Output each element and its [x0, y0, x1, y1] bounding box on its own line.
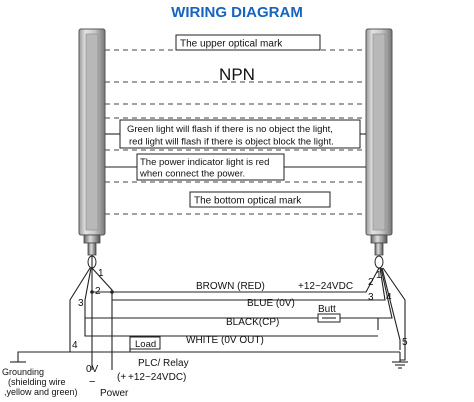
horizontal-wire-runs: [70, 290, 400, 353]
right-wire-3: 3: [368, 292, 374, 303]
npn-label: NPN: [219, 65, 255, 84]
button-symbol: [317, 313, 341, 323]
power-indicator-callout: The power indicator light is red when co…: [105, 153, 366, 181]
grounding-label: Grounding: [2, 367, 44, 377]
zero-volt-label: 0V: [86, 364, 99, 375]
ground-symbol-right: [392, 352, 408, 369]
left-light-curtain: [78, 28, 106, 256]
right-light-curtain: [365, 28, 393, 256]
plc-supply-label: +12~24VDC): [128, 372, 186, 383]
blue-wire-label: BLUE (0V): [247, 298, 295, 309]
right-wire-4: 4: [386, 292, 392, 303]
right-wire-2: 2: [368, 277, 374, 288]
right-wire-5: 5: [402, 337, 408, 348]
svg-text:The power indicator light is r: The power indicator light is red: [140, 157, 269, 168]
bottom-optical-mark-callout: The bottom optical mark: [189, 191, 331, 208]
svg-text:Green light will flash if ther: Green light will flash if there is no ob…: [127, 124, 333, 135]
left-cable-wires: [17, 255, 131, 370]
grounding-shield-label: (shielding wire: [8, 377, 66, 387]
plus-open-label: (+: [117, 372, 126, 383]
white-wire-label: WHITE (0V OUT): [186, 335, 264, 346]
left-wire-1: 1: [98, 268, 104, 279]
load-box: Load: [129, 336, 161, 350]
svg-text:Load: Load: [135, 339, 156, 350]
grounding-color-label: ,yellow and green): [4, 387, 78, 397]
plc-relay-label: PLC/ Relay: [138, 358, 189, 369]
supply-label: +12~24VDC: [298, 281, 353, 292]
svg-text:The upper optical mark: The upper optical mark: [180, 39, 283, 50]
power-label: Power: [100, 388, 129, 399]
butt-label: Butt: [318, 304, 336, 315]
minus-label: −: [89, 376, 95, 388]
svg-text:The bottom optical mark: The bottom optical mark: [194, 196, 302, 207]
black-wire-label: BLACK(CP): [226, 317, 279, 328]
diagram-title: WIRING DIAGRAM: [171, 4, 303, 21]
left-wire-4: 4: [72, 340, 78, 351]
brown-wire-label: BROWN (RED): [196, 281, 265, 292]
svg-text:red light will flash if there: red light will flash if there is object …: [129, 137, 334, 148]
left-wire-3: 3: [78, 298, 84, 309]
right-wire-1: 1: [376, 270, 382, 281]
svg-text:when connect the power.: when connect the power.: [139, 169, 245, 180]
upper-optical-mark-callout: The upper optical mark: [175, 34, 321, 51]
indicator-light-callout: Green light will flash if there is no ob…: [105, 119, 366, 149]
